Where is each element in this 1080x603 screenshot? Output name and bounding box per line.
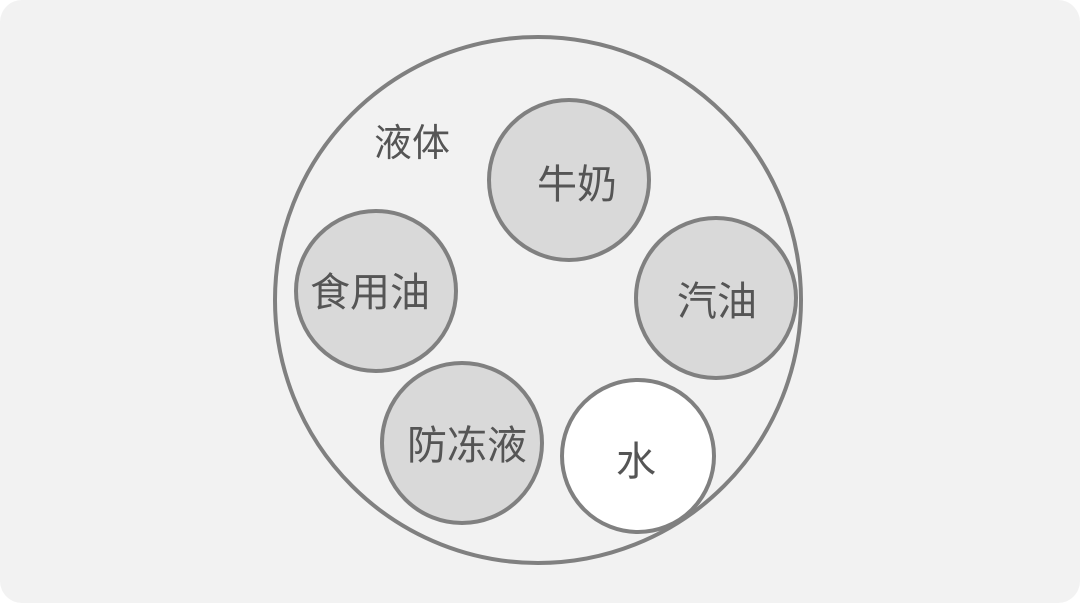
item-milk-circle [487,98,651,262]
item-water-label: 水 [616,439,656,485]
item-cooking-oil-label: 食用油 [310,270,430,316]
item-antifreeze-circle [380,361,544,525]
item-milk: 牛奶 [487,98,651,262]
item-water: 水 [560,378,716,534]
item-cooking-oil-circle [294,209,458,373]
item-antifreeze-label: 防冻液 [407,423,527,469]
item-antifreeze: 防冻液 [380,361,544,525]
item-gasoline: 汽油 [634,216,798,380]
item-cooking-oil: 食用油 [294,209,458,373]
item-water-circle [560,378,716,534]
item-gasoline-label: 汽油 [677,279,757,325]
liquid-set-label: 液体 [374,121,450,165]
item-milk-label: 牛奶 [537,162,617,208]
item-gasoline-circle [634,216,798,380]
